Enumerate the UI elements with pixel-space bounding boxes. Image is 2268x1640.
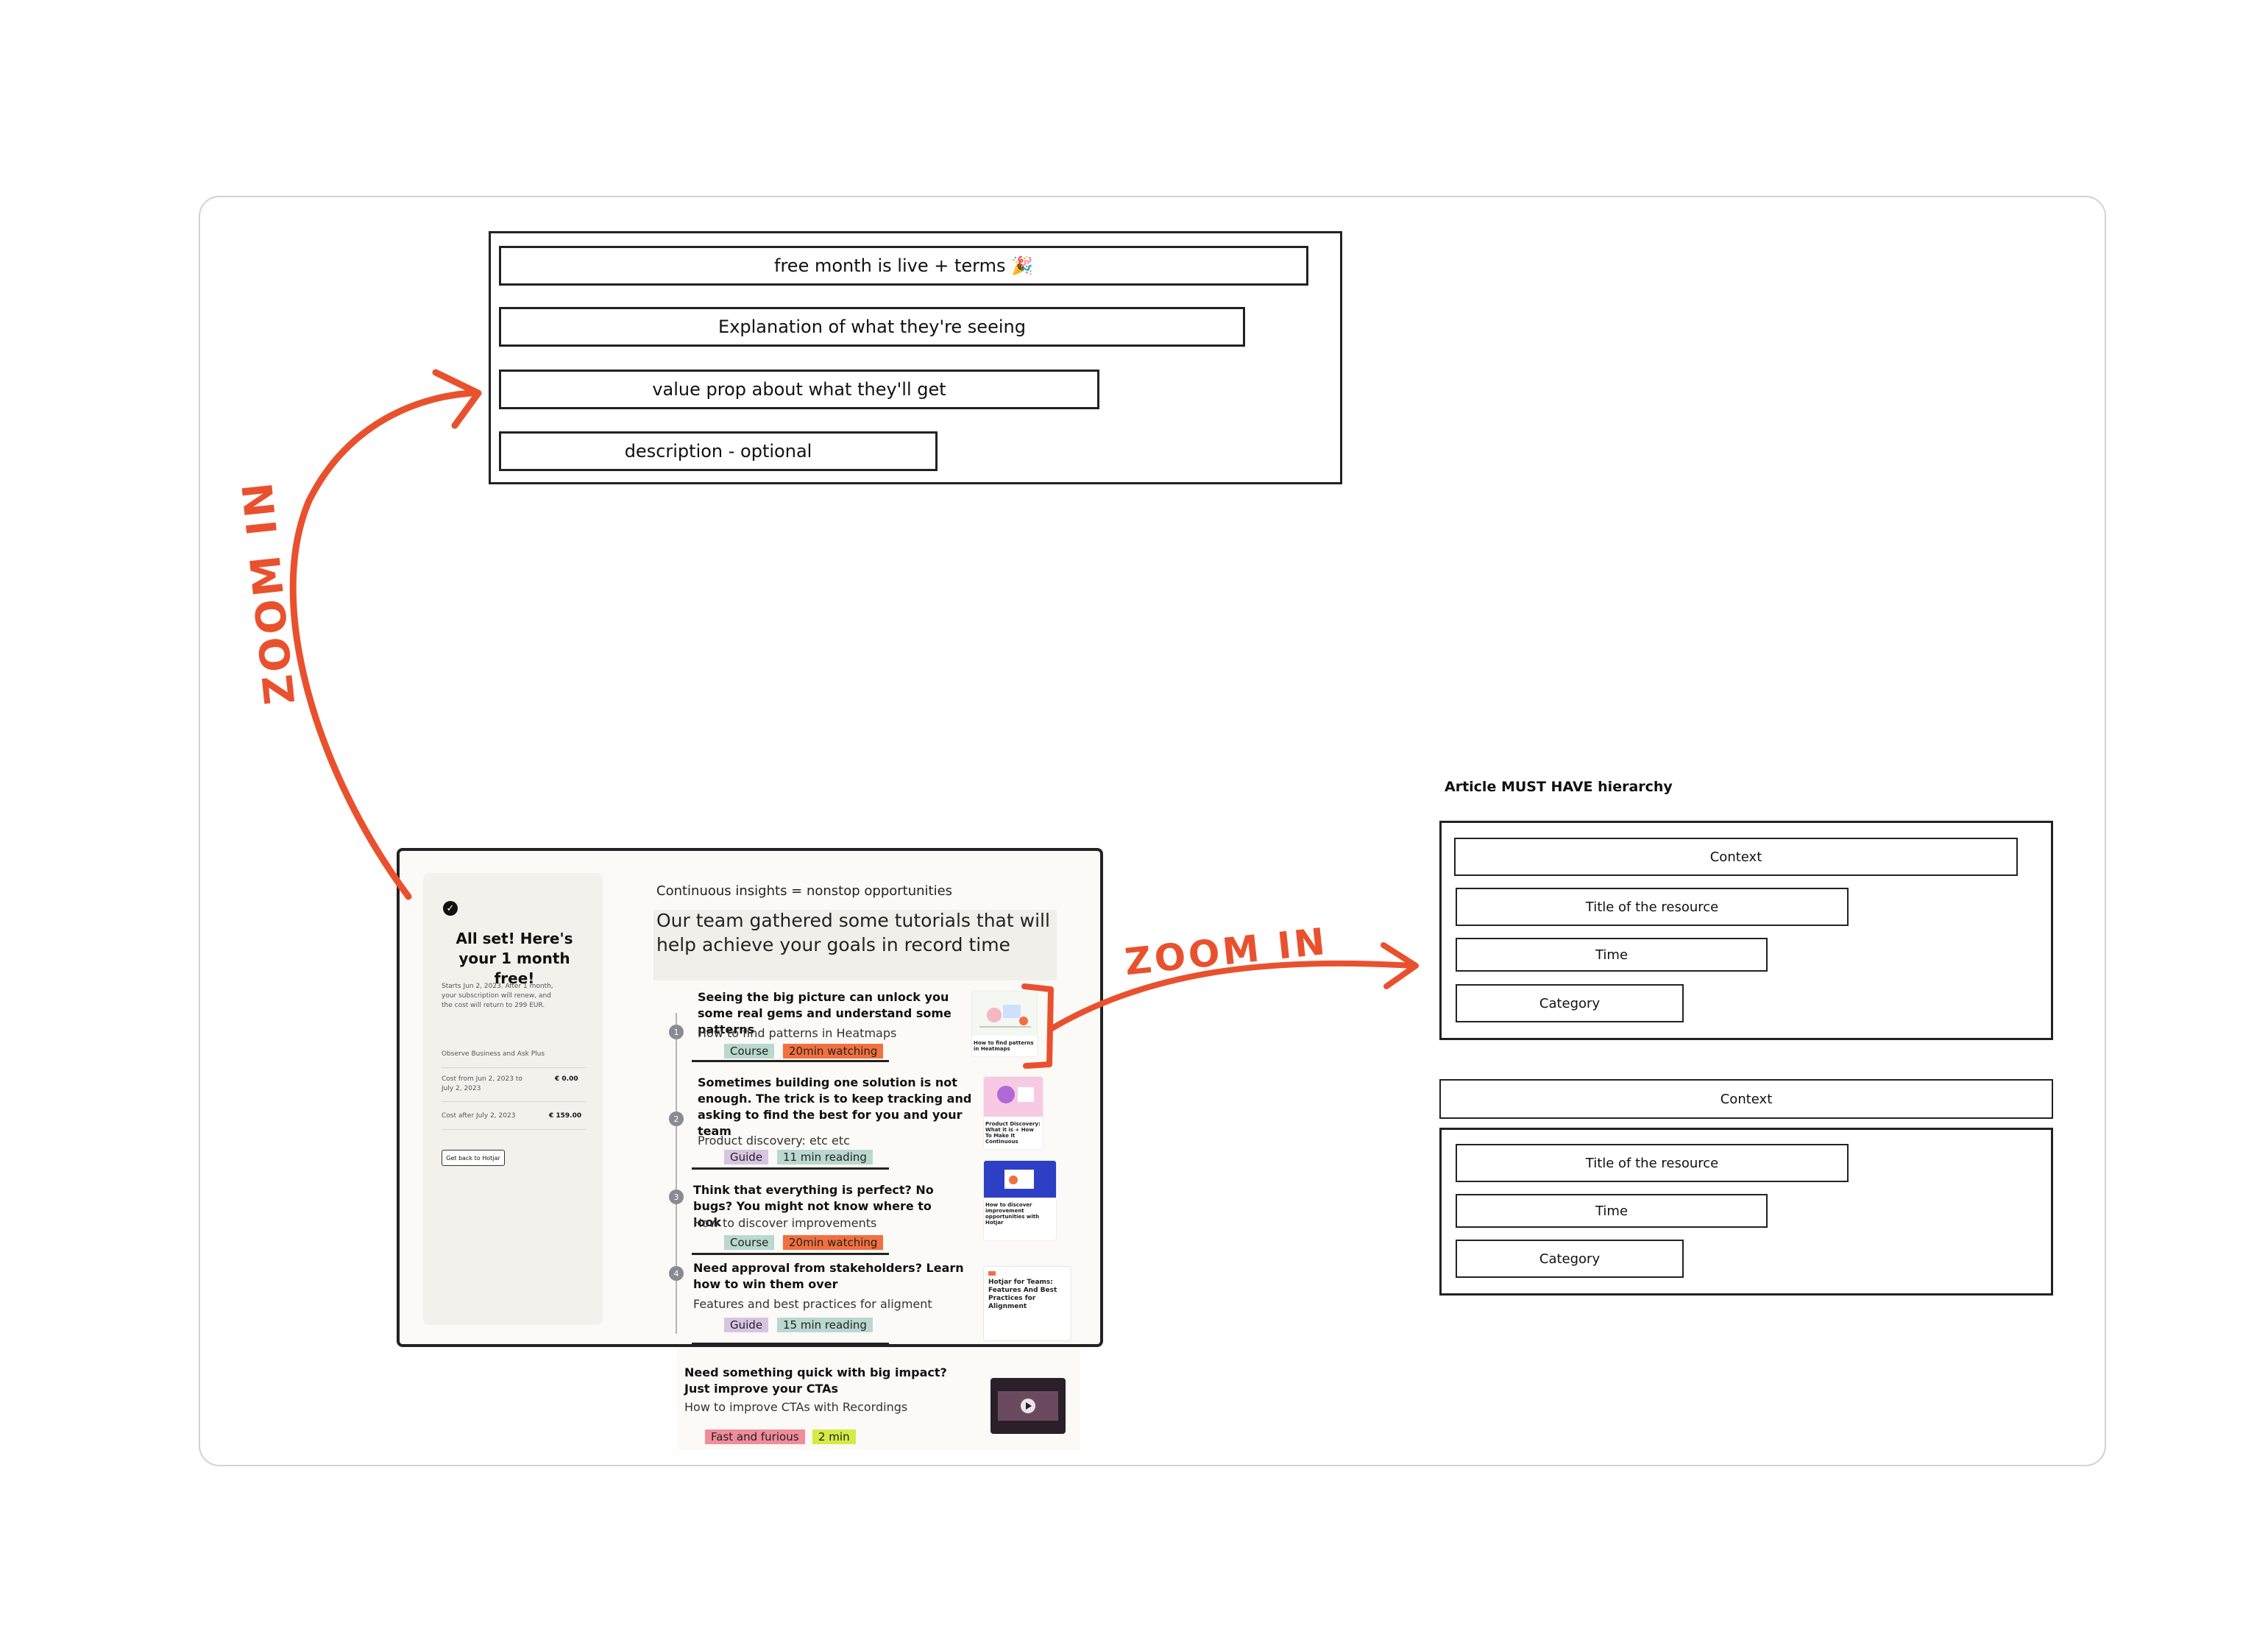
- timeline-line: [676, 1013, 677, 1334]
- hierarchy-a-context: Context: [1454, 838, 2018, 876]
- item-title: Sometimes building one solution is not e…: [698, 1075, 972, 1138]
- side-intro: Starts Jun 2, 2023. After 1 month, your …: [442, 983, 553, 1009]
- category-tag: Guide: [724, 1318, 769, 1332]
- wire-row-value-prop: value prop about what they'll get: [499, 370, 1099, 409]
- cost-from-value: € 0.00: [555, 1075, 578, 1083]
- time-tag: 2 min: [812, 1429, 856, 1444]
- headline-card: [653, 910, 1057, 980]
- wire-row-free-month: free month is live + terms 🎉: [499, 246, 1308, 286]
- item-title: Need approval from stakeholders? Learn h…: [693, 1261, 964, 1291]
- mockup-side-panel: [423, 873, 603, 1325]
- divider: [692, 1167, 889, 1170]
- thumbnail-heatmaps: How to find patterns in Heatmaps: [971, 991, 1038, 1057]
- wire-row-explanation: Explanation of what they're seeing: [499, 307, 1245, 347]
- item-subtitle: Product discovery: etc etc: [698, 1134, 850, 1148]
- thumbnail-product-discovery: Product Discovery: What it is + How To M…: [983, 1076, 1043, 1150]
- arrowhead-right: [1381, 942, 1419, 989]
- illustration-icon: [984, 1077, 1043, 1117]
- bracket-highlight: [1021, 983, 1054, 1069]
- time-tag: 11 min reading: [777, 1150, 873, 1164]
- hierarchy-b-category: Category: [1456, 1240, 1684, 1278]
- thumbnail-teams: Hotjar for Teams: Features And Best Prac…: [983, 1266, 1071, 1341]
- divider: [442, 1129, 586, 1130]
- hierarchy-b-title: Title of the resource: [1456, 1144, 1849, 1182]
- thumbnail-improvements: How to discover improvement opportunitie…: [983, 1160, 1057, 1241]
- divider: [442, 1067, 586, 1068]
- thumbnail-caption: How to discover improvement opportunitie…: [985, 1202, 1040, 1226]
- category-tag: Course: [724, 1235, 775, 1250]
- thumbnail-caption: Hotjar for Teams: Features And Best Prac…: [988, 1279, 1057, 1310]
- category-tag: Guide: [724, 1150, 769, 1164]
- mockup-supertitle: Continuous insights = nonstop opportunit…: [656, 883, 953, 899]
- step-marker: 4: [669, 1266, 684, 1281]
- time-tag: 15 min reading: [777, 1318, 873, 1332]
- cost-after-value: € 159.00: [549, 1112, 582, 1120]
- play-icon: [998, 1391, 1058, 1421]
- hierarchy-b-time: Time: [1456, 1194, 1768, 1228]
- divider: [692, 1343, 889, 1345]
- category-tag: Course: [724, 1044, 775, 1058]
- thumbnail-caption: How to find patterns in Heatmaps: [974, 1040, 1034, 1052]
- mockup-headline: Our team gathered some tutorials that wi…: [656, 910, 1050, 955]
- item-title: Seeing the big picture can unlock you so…: [698, 990, 952, 1036]
- illustration-icon: [972, 992, 1037, 1036]
- illustration-icon: [984, 1161, 1056, 1198]
- divider: [692, 1060, 889, 1062]
- zoom-arrow-left: [289, 389, 475, 900]
- divider: [442, 1101, 586, 1102]
- step-marker: 1: [669, 1025, 684, 1039]
- item-subtitle: How to discover improvements: [693, 1216, 877, 1230]
- item-title: Need something quick with big impact? Ju…: [684, 1365, 947, 1396]
- hierarchy-a-time: Time: [1456, 938, 1768, 972]
- zoom-arrow-right: [1048, 960, 1416, 1032]
- step-marker: 2: [669, 1111, 684, 1126]
- cost-from-label: Cost from Jun 2, 2023 to July 2, 2023: [442, 1075, 522, 1092]
- thumbnail-caption: Product Discovery: What it is + How To M…: [985, 1121, 1041, 1145]
- step-marker: 3: [669, 1190, 684, 1204]
- back-to-hotjar-button[interactable]: Get back to Hotjar: [442, 1150, 505, 1166]
- item-subtitle: How to find patterns in Heatmaps: [698, 1026, 897, 1040]
- time-tag: 20min watching: [783, 1044, 884, 1058]
- video-thumbnail: [991, 1378, 1066, 1434]
- hierarchy-a-title: Title of the resource: [1456, 888, 1849, 926]
- side-plan: Observe Business and Ask Plus: [442, 1050, 545, 1058]
- divider: [692, 1253, 889, 1255]
- hierarchy-a-category: Category: [1456, 984, 1684, 1022]
- hierarchy-heading: Article MUST HAVE hierarchy: [1445, 779, 1673, 795]
- hierarchy-b-context: Context: [1439, 1079, 2053, 1119]
- check-icon: ✓: [443, 901, 458, 916]
- wire-row-description: description - optional: [499, 431, 938, 471]
- item-subtitle: Features and best practices for aligment: [693, 1297, 932, 1311]
- category-tag: Fast and furious: [705, 1429, 805, 1444]
- time-tag: 20min watching: [783, 1235, 884, 1250]
- item-title: Think that everything is perfect? No bug…: [693, 1183, 934, 1229]
- arrowhead-left: [432, 369, 482, 429]
- item-subtitle: How to improve CTAs with Recordings: [684, 1400, 908, 1414]
- side-title: All set! Here's your 1 month free!: [456, 930, 573, 987]
- hotjar-logo-icon: [988, 1271, 996, 1276]
- cost-after-label: Cost after July 2, 2023: [442, 1112, 516, 1120]
